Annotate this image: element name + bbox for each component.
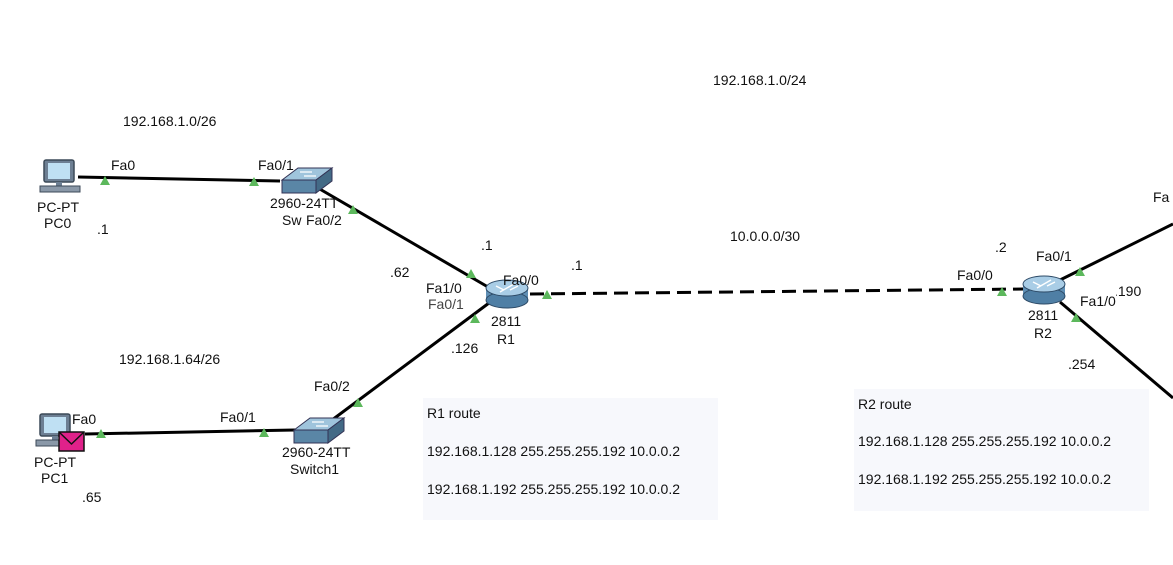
network-label-overall[interactable]: 192.168.1.0/24	[713, 72, 807, 88]
link-r2-down[interactable]	[1059, 300, 1173, 400]
link-pc1-switch1[interactable]	[84, 428, 296, 436]
port-marker	[259, 428, 269, 437]
pc1-ip-label[interactable]: .65	[82, 489, 102, 505]
pc1-type-label: PC-PT	[34, 454, 76, 470]
port-marker	[348, 205, 358, 214]
router-icon[interactable]	[1022, 275, 1066, 305]
r2-ip-wan-label[interactable]: .2	[995, 239, 1007, 255]
port-marker	[100, 176, 110, 185]
port-marker	[466, 269, 476, 278]
r1-route-title: R1 route	[427, 405, 481, 421]
r2-port-down-label: Fa1/0	[1080, 293, 1116, 309]
switch0-name-label: Sw	[282, 212, 302, 228]
r2-ip-up-label[interactable]: .190	[1114, 283, 1142, 299]
pc-icon[interactable]	[35, 413, 77, 447]
switch1-model-label: 2960-24TT	[282, 444, 351, 460]
pc0-type-label: PC-PT	[37, 199, 79, 215]
link-r1-r2[interactable]	[529, 287, 1025, 296]
network-label-lan2[interactable]: 192.168.1.64/26	[119, 351, 221, 367]
switch1-name-label: Switch1	[290, 461, 340, 477]
link-pc0-switch0[interactable]	[77, 175, 281, 183]
port-marker	[249, 177, 259, 186]
pc1-name-label: PC1	[41, 470, 69, 486]
network-label-wan[interactable]: 10.0.0.0/30	[730, 228, 801, 244]
envelope-icon[interactable]	[58, 431, 85, 452]
port-markers	[96, 176, 1085, 438]
pc0-ip-label[interactable]: .1	[97, 221, 109, 237]
r1-ip-lan1-label[interactable]: .1	[481, 237, 493, 253]
port-marker	[470, 314, 480, 323]
r1-route-line: 192.168.1.192 255.255.255.192 10.0.0.2	[427, 481, 681, 497]
pc1-port-label: Fa0	[72, 411, 97, 427]
r1-ip-wan-label[interactable]: .1	[571, 257, 583, 273]
r2-route-title: R2 route	[858, 396, 912, 412]
switch1-port-out-label: Fa0/2	[314, 378, 350, 394]
r1-port-lan2-label: Fa0/1	[428, 296, 464, 312]
port-marker	[96, 429, 106, 438]
r2-route-note[interactable]: R2 route 192.168.1.128 255.255.255.192 1…	[854, 389, 1149, 511]
port-marker	[542, 290, 552, 299]
edge-port-label: Fa	[1153, 189, 1170, 205]
pc-icon[interactable]	[39, 159, 81, 193]
network-label-lan1[interactable]: 192.168.1.0/26	[123, 113, 217, 129]
port-marker	[997, 287, 1007, 296]
router-icon[interactable]	[485, 279, 529, 309]
switch0-model-label: 2960-24TT	[270, 195, 339, 211]
r2-route-line: 192.168.1.192 255.255.255.192 10.0.0.2	[858, 471, 1112, 487]
switch1-port-in-label: Fa0/1	[220, 409, 256, 425]
pc0-name-label: PC0	[44, 215, 72, 231]
r2-ip-down-label[interactable]: .254	[1068, 356, 1096, 372]
r2-port-wan-label: Fa0/0	[957, 267, 993, 283]
port-marker	[353, 398, 363, 407]
r2-port-up-label: Fa0/1	[1036, 248, 1072, 264]
port-marker	[1071, 313, 1081, 322]
switch-icon[interactable]	[280, 167, 334, 194]
pc0-port-label: Fa0	[111, 157, 136, 173]
r2-name-label: R2	[1034, 325, 1052, 341]
r1-name-label: R1	[497, 331, 515, 347]
r1-port-lan1-label: Fa1/0	[426, 280, 462, 296]
r1-port-wan-label: Fa0/0	[503, 272, 539, 288]
r2-route-line: 192.168.1.128 255.255.255.192 10.0.0.2	[858, 433, 1112, 449]
r1-model-label: 2811	[491, 313, 522, 329]
switch0-port-out-label: Fa0/2	[306, 212, 342, 228]
r1-gw-lan1-label[interactable]: .62	[390, 264, 410, 280]
r1-ip-lan2-label[interactable]: .126	[451, 340, 479, 356]
link-r2-up[interactable]	[1057, 222, 1173, 283]
r1-route-note[interactable]: R1 route 192.168.1.128 255.255.255.192 1…	[423, 398, 718, 520]
link-switch0-r1[interactable]	[317, 186, 489, 289]
r2-model-label: 2811	[1028, 307, 1059, 323]
r1-route-line: 192.168.1.128 255.255.255.192 10.0.0.2	[427, 443, 681, 459]
port-marker	[1075, 267, 1085, 276]
switch-icon[interactable]	[292, 417, 346, 444]
switch0-port-in-label: Fa0/1	[258, 157, 294, 173]
